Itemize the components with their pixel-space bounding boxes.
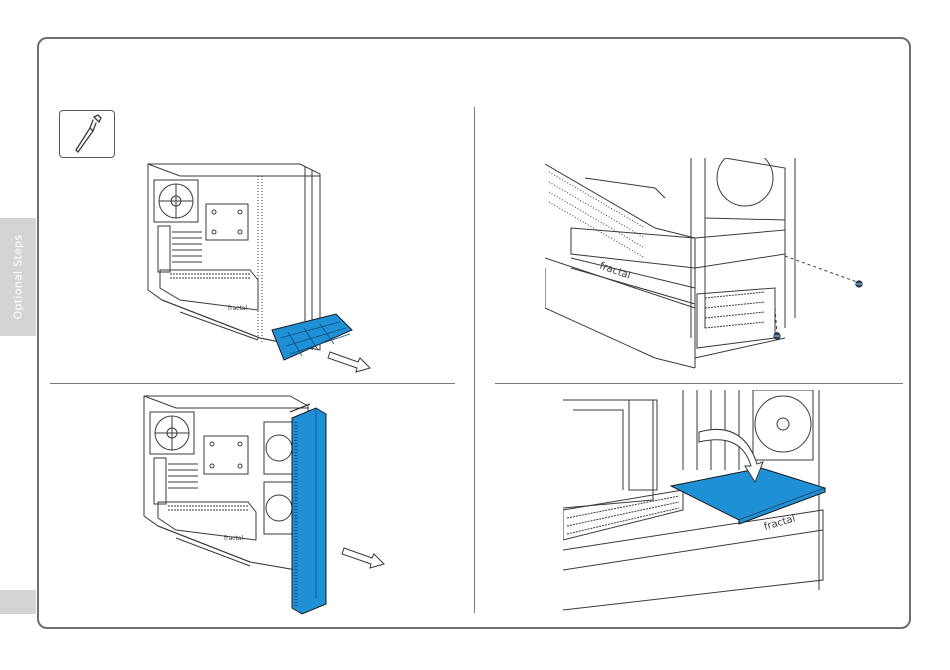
panel-remove-dust-filter: fractal <box>140 160 380 380</box>
pull-arrow-icon <box>328 352 370 372</box>
vertical-divider <box>474 107 475 613</box>
tool-box <box>59 110 115 158</box>
horizontal-divider-right <box>495 383 903 384</box>
case-illustration-3: fractal <box>545 158 875 373</box>
case-illustration-2: fractal <box>140 392 400 620</box>
panel-remove-screws: fractal <box>545 158 875 373</box>
case-logo-1: fractal <box>228 305 248 312</box>
panel-remove-front-panel: fractal <box>140 392 400 620</box>
side-marker <box>0 590 36 614</box>
psu-cover <box>671 468 825 524</box>
pull-arrow-icon <box>342 548 384 568</box>
case-illustration-4: fractal <box>563 390 843 615</box>
case-illustration-1: fractal <box>140 160 380 380</box>
front-panel <box>290 404 326 614</box>
screw-icon <box>774 333 780 339</box>
panel-lift-psu-cover: fractal <box>563 390 843 615</box>
case-logo-2: fractal <box>224 535 244 542</box>
screw-icon <box>856 281 862 287</box>
side-tab: Optional Steps <box>0 218 36 336</box>
screwdriver-icon <box>60 111 114 157</box>
horizontal-divider-left <box>50 383 455 384</box>
side-tab-label: Optional Steps <box>12 235 25 320</box>
case-logo-3: fractal <box>598 260 632 281</box>
